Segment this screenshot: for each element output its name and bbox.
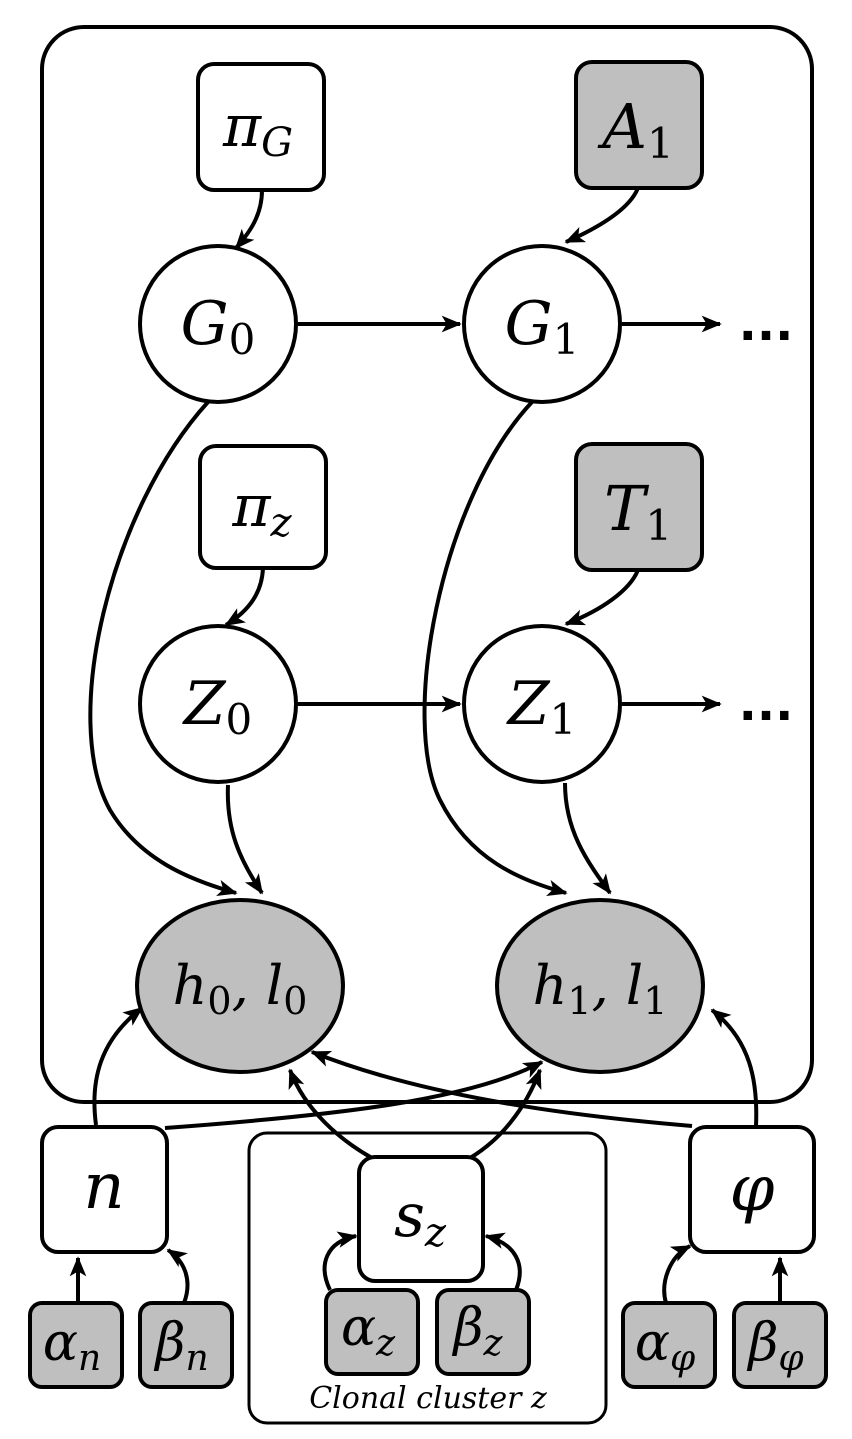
- edge-sz-hl1: [468, 1068, 542, 1160]
- edge-phi-hl0: [310, 1050, 693, 1128]
- edge-piz-Z0: [224, 567, 265, 627]
- edge-Z1-hl1: [563, 782, 612, 895]
- edge-betan-n: [166, 1248, 190, 1304]
- node-Z1: Z1: [462, 624, 622, 784]
- svg-text:sz: sz: [394, 1181, 447, 1256]
- node-A1: A1: [574, 60, 704, 190]
- clonal-cluster-plate: [247, 1131, 608, 1425]
- node-alpha-z: αz: [324, 1288, 420, 1376]
- node-alpha-phi: αφ: [621, 1301, 717, 1389]
- svg-text:Z0: Z0: [182, 669, 252, 744]
- continuation-dots-G: ...: [739, 296, 794, 352]
- node-h1-l1: h1, l1: [495, 898, 705, 1074]
- outer-plate: [40, 25, 814, 1104]
- node-alpha-n: αn: [28, 1301, 124, 1389]
- svg-text:βn: βn: [153, 1313, 208, 1379]
- edge-sz-hl0: [288, 1068, 373, 1160]
- svg-text:αn: αn: [43, 1313, 101, 1379]
- svg-text:h1, l1: h1, l1: [533, 954, 668, 1023]
- edge-alphaz-sz: [322, 1231, 358, 1291]
- svg-text:φ: φ: [730, 1152, 775, 1226]
- continuation-dots-Z: ...: [739, 676, 794, 732]
- edge-phi-hl1: [710, 1008, 759, 1127]
- node-h0-l0: h0, l0: [135, 898, 345, 1074]
- svg-text:T1: T1: [604, 472, 672, 550]
- edge-Z0-hl0: [225, 784, 264, 895]
- svg-text:G1: G1: [505, 289, 580, 364]
- svg-text:βz: βz: [451, 1298, 503, 1364]
- edge-alphaphi-phi: [662, 1244, 692, 1304]
- node-Z0: Z0: [138, 624, 298, 784]
- svg-text:αφ: αφ: [635, 1313, 696, 1379]
- svg-text:πz: πz: [231, 472, 292, 546]
- node-G1: G1: [462, 244, 622, 404]
- node-pi-G: πG: [196, 62, 326, 192]
- svg-text:αz: αz: [341, 1298, 396, 1364]
- svg-text:πG: πG: [222, 92, 293, 166]
- svg-text:G0: G0: [181, 289, 256, 364]
- edge-A1-G1: [564, 187, 640, 244]
- edge-T1-Z1: [564, 569, 640, 626]
- node-n: n: [40, 1125, 169, 1254]
- node-T1: T1: [574, 442, 704, 572]
- svg-text:Z1: Z1: [506, 669, 576, 744]
- svg-text:h0, l0: h0, l0: [173, 954, 308, 1023]
- node-beta-phi: βφ: [732, 1301, 828, 1389]
- node-phi: φ: [688, 1125, 816, 1254]
- edge-n-hl1: [164, 1060, 544, 1130]
- node-beta-z: βz: [435, 1288, 531, 1376]
- node-beta-n: βn: [138, 1301, 234, 1389]
- edge-piG-G0: [234, 189, 264, 250]
- clonal-cluster-plate-label: Clonal cluster z: [309, 1381, 547, 1416]
- edge-G1-hl1: [422, 400, 568, 897]
- edge-betaz-sz: [484, 1232, 522, 1291]
- svg-text:βφ: βφ: [746, 1313, 804, 1379]
- node-s-z: sz: [357, 1155, 485, 1283]
- node-G0: G0: [138, 244, 298, 404]
- svg-text:A1: A1: [597, 90, 674, 168]
- svg-text:n: n: [83, 1150, 124, 1224]
- edge-n-hl0: [92, 1006, 144, 1126]
- node-pi-z: πz: [198, 444, 328, 570]
- edge-G0-hl0: [88, 400, 238, 897]
